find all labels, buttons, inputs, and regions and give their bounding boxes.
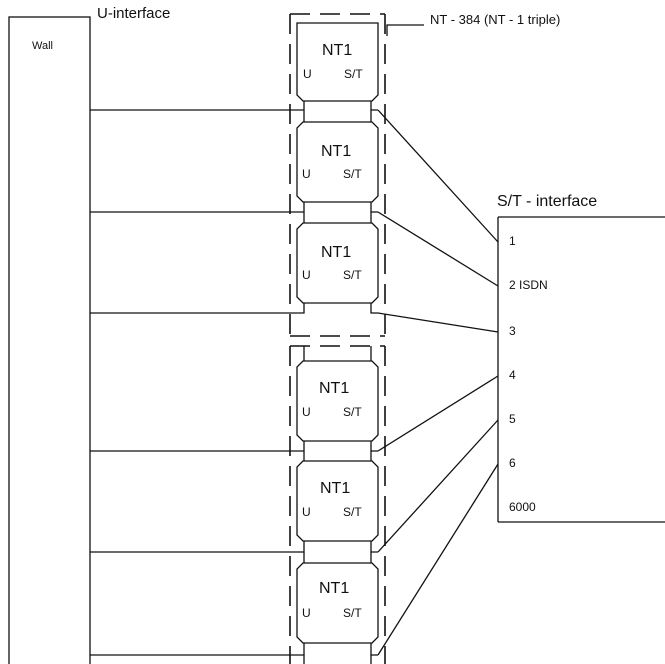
st-port-5: 5: [509, 412, 516, 426]
wall-panel: [8, 16, 91, 664]
st-interface-label: S/T - interface: [497, 193, 598, 210]
st-stub: [370, 202, 378, 213]
nt1-st-label: S/T: [343, 405, 362, 419]
nt1-title: NT1: [319, 580, 350, 597]
st-connection: [377, 419, 499, 553]
nt1-st-label: S/T: [343, 268, 362, 282]
nt1-title: NT1: [320, 480, 351, 497]
st-stub: [370, 101, 378, 111]
u-stub: [290, 101, 305, 111]
nt1-st-label: S/T: [343, 606, 362, 620]
nt1-u-label: U: [302, 405, 311, 419]
u-interface-label: U-interface: [97, 5, 171, 22]
u-stub: [290, 202, 305, 213]
st-port-3: 3: [509, 324, 516, 338]
nt1-st-label: S/T: [344, 67, 363, 81]
wall-label: Wall: [32, 40, 53, 52]
nt1-box: [296, 121, 379, 203]
nt1-box: [296, 360, 379, 442]
st-stub: [370, 541, 378, 553]
u-stub: [290, 441, 305, 452]
st-stub: [370, 441, 378, 452]
nt384-pointer: [386, 24, 424, 36]
nt1-title: NT1: [322, 42, 353, 59]
nt1-u-label: U: [303, 67, 312, 81]
nt1-title: NT1: [321, 244, 352, 261]
st-port-2: 2 ISDN: [509, 278, 548, 292]
nt1-title: NT1: [319, 380, 350, 397]
nt1-u-label: U: [302, 606, 311, 620]
u-stub: [290, 643, 305, 656]
st-connection: [377, 312, 499, 333]
nt1-u-label: U: [302, 167, 311, 181]
u-stub: [290, 303, 305, 314]
nt384-label: NT - 384 (NT - 1 triple): [430, 12, 561, 27]
nt1-u-label: U: [302, 505, 311, 519]
st-connection: [377, 375, 499, 452]
nt1-st-label: S/T: [343, 167, 362, 181]
st-port-4: 4: [509, 368, 516, 382]
nt1-box: [296, 22, 379, 102]
u-stub: [290, 541, 305, 553]
nt1-box: [296, 460, 379, 542]
nt1-u-label: U: [302, 268, 311, 282]
st-port-6000: 6000: [509, 500, 536, 514]
st-connection: [377, 211, 499, 287]
nt1-st-label: S/T: [343, 505, 362, 519]
nt1-box: [296, 222, 379, 304]
st-stub: [370, 303, 378, 314]
st-stub: [370, 643, 378, 656]
st-port-1: 1: [509, 234, 516, 248]
nt1-box: [296, 562, 379, 644]
st-connection: [377, 109, 499, 243]
st-port-6: 6: [509, 456, 516, 470]
nt1-title: NT1: [321, 143, 352, 160]
st-connection: [377, 463, 499, 656]
